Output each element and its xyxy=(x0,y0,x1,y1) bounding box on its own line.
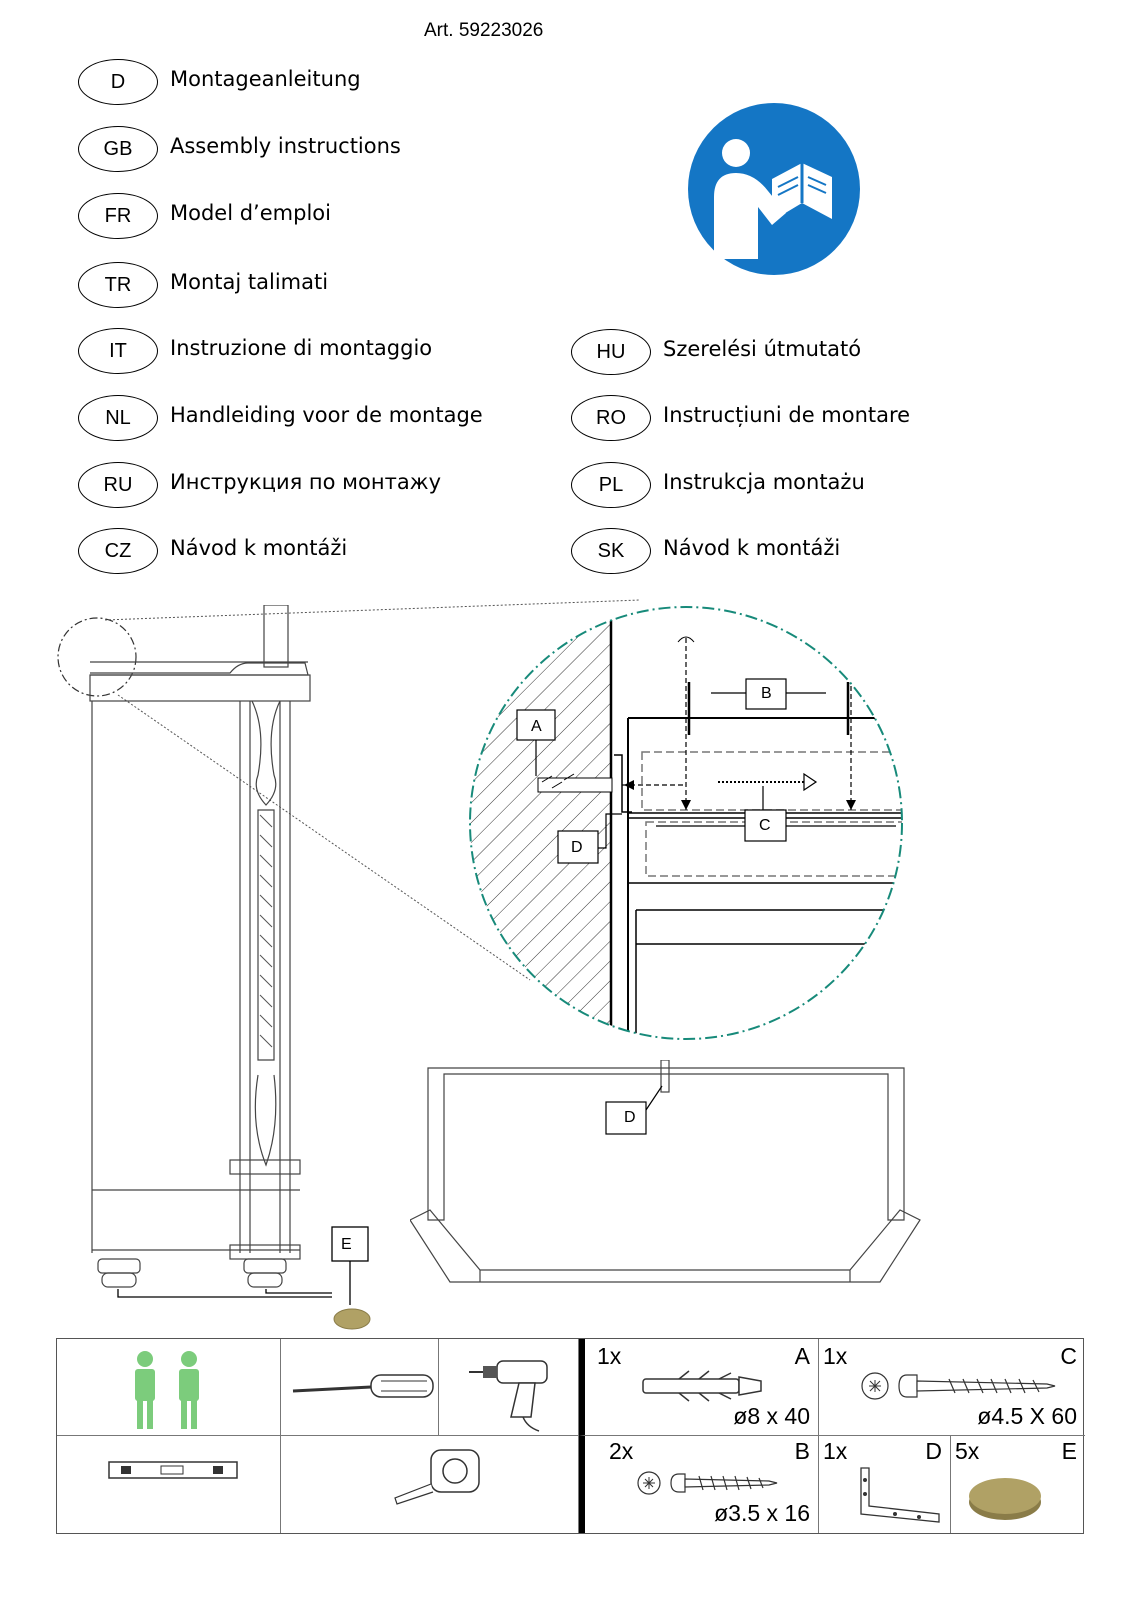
part-a-letter: A xyxy=(794,1343,810,1369)
screw-c-icon xyxy=(861,1372,1056,1400)
lang-name: Инструкция по монтажу xyxy=(170,470,442,494)
lang-code: PL xyxy=(571,462,651,508)
spirit-level-icon xyxy=(108,1461,238,1479)
part-c-qty: 1x xyxy=(823,1343,848,1369)
lang-code: TR xyxy=(78,262,158,308)
parts-table: 1x A ø8 x 40 1x C ø4.5 X 60 xyxy=(56,1338,1085,1534)
lang-name: Model d’emploi xyxy=(170,201,331,225)
read-manual-icon xyxy=(688,103,860,275)
part-d-cell: 1x D xyxy=(819,1436,951,1533)
drill-icon xyxy=(469,1360,548,1432)
cabinet-top-drawing xyxy=(410,1060,921,1283)
part-b-letter: B xyxy=(794,1438,810,1464)
label-a: A xyxy=(531,718,542,735)
label-d-top: D xyxy=(624,1109,636,1126)
part-b-size: ø3.5 x 16 xyxy=(714,1500,810,1526)
label-b: B xyxy=(761,685,772,702)
drill-cell xyxy=(439,1339,579,1436)
lang-name: Assembly instructions xyxy=(170,134,401,158)
part-a-qty: 1x xyxy=(597,1343,622,1369)
label-d-zoom: D xyxy=(571,839,583,856)
persons-cell xyxy=(57,1339,281,1436)
felt-pad-icon xyxy=(969,1478,1041,1520)
label-e: E xyxy=(341,1236,352,1253)
part-c-cell: 1x C ø4.5 X 60 xyxy=(819,1339,1085,1436)
two-persons-icon xyxy=(135,1351,199,1429)
lang-code: D xyxy=(78,59,158,105)
lang-code: RO xyxy=(571,395,651,441)
screwdriver-icon xyxy=(292,1374,434,1398)
lang-name: Montaj talimati xyxy=(170,270,329,294)
wall-plug-icon xyxy=(642,1370,762,1402)
angle-bracket-icon xyxy=(860,1467,940,1523)
screwdriver-cell xyxy=(281,1339,439,1436)
zoom-guide-lines xyxy=(57,599,641,981)
lang-name: Handleiding voor de montage xyxy=(170,403,483,427)
lang-code: NL xyxy=(78,395,158,441)
lang-name: Montageanleitung xyxy=(170,67,361,91)
pad-e-callout xyxy=(331,1226,371,1330)
label-c: C xyxy=(759,817,771,834)
part-d-letter: D xyxy=(925,1438,942,1464)
part-e-cell: 5x E xyxy=(951,1436,1085,1533)
lang-code: RU xyxy=(78,462,158,508)
lang-name: Návod k montáži xyxy=(170,536,348,560)
lang-code: IT xyxy=(78,328,158,374)
tape-measure-icon xyxy=(394,1449,480,1505)
lang-code: SK xyxy=(571,528,651,574)
tape-measure-cell xyxy=(281,1436,579,1533)
lang-code: CZ xyxy=(78,528,158,574)
cabinet-side-drawing xyxy=(89,605,332,1298)
lang-code: FR xyxy=(78,193,158,239)
part-c-size: ø4.5 X 60 xyxy=(977,1403,1077,1429)
screw-b-icon xyxy=(637,1471,778,1495)
lang-name: Instruzione di montaggio xyxy=(170,336,433,360)
lang-code: HU xyxy=(571,329,651,375)
lang-name: Instrucțiuni de montare xyxy=(663,403,911,427)
part-a-cell: 1x A ø8 x 40 xyxy=(579,1339,819,1436)
part-c-letter: C xyxy=(1060,1343,1077,1369)
detail-zoom-drawing xyxy=(469,606,903,1040)
part-d-qty: 1x xyxy=(823,1438,848,1464)
part-b-cell: 2x B ø3.5 x 16 xyxy=(579,1436,819,1533)
lang-code: GB xyxy=(78,126,158,172)
part-e-qty: 5x xyxy=(955,1438,980,1464)
lang-name: Szerelési útmutató xyxy=(663,337,862,361)
part-b-qty: 2x xyxy=(609,1438,634,1464)
lang-name: Návod k montáži xyxy=(663,536,841,560)
level-cell xyxy=(57,1436,281,1533)
part-a-size: ø8 x 40 xyxy=(733,1403,810,1429)
article-number: Art. 59223026 xyxy=(424,20,544,41)
lang-name: Instrukcja montażu xyxy=(663,470,865,494)
part-e-letter: E xyxy=(1061,1438,1077,1464)
